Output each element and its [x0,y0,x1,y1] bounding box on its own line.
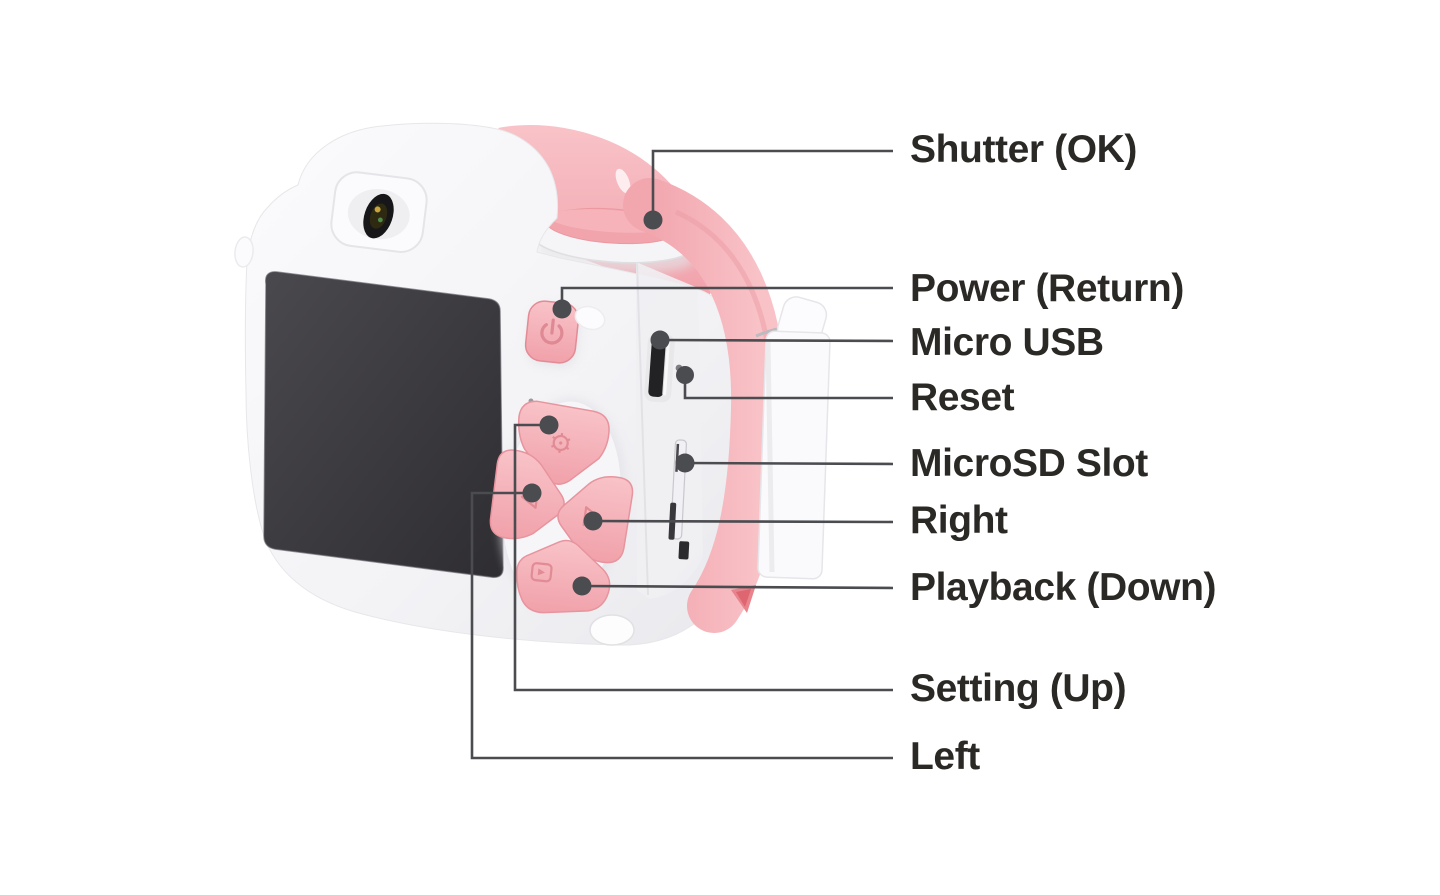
callout-line-right [592,519,894,524]
left-edge-tab [234,236,254,268]
callout-dot-playback [572,576,592,596]
callout-label-micro-usb: Micro USB [910,321,1104,365]
viewfinder [330,171,428,253]
callout-label-reset: Reset [910,376,1015,420]
body-bump [574,305,606,331]
callout-dot-micro-usb [650,330,670,350]
callout-line-left [470,491,893,760]
callout-label-shutter: Shutter (OK) [910,128,1138,172]
power-icon [540,318,564,345]
callout-dot-reset [676,366,694,384]
callout-label-microsd-slot: MicroSD Slot [910,442,1148,486]
screen [263,271,504,579]
viewfinder-lens [363,193,394,239]
callout-label-setting: Setting (Up) [910,667,1127,711]
callout-dot-setting [539,415,559,435]
callout-line-shutter [651,149,893,220]
callout-dot-left [522,483,542,503]
callout-label-left: Left [910,735,980,779]
callout-line-playback [581,584,894,590]
card-door [755,296,831,580]
callout-label-power: Power (Return) [910,267,1184,311]
callout-line-micro-usb [659,338,894,343]
callout-line-microsd [684,461,894,466]
micro-usb-port [648,338,667,398]
callout-dot-shutter [643,210,663,230]
playback-icon [530,562,553,583]
callout-dot-right [583,511,603,531]
card-door-panel [757,330,831,580]
gear-icon [551,432,571,454]
callout-label-right: Right [910,499,1008,543]
dpad-down-button [516,539,611,614]
bottom-foot [589,614,635,646]
callout-dot-power [552,299,572,319]
side-ports [644,333,690,560]
callout-dots [522,210,695,596]
callout-label-playback: Playback (Down) [910,566,1217,610]
callout-line-setting [513,423,893,692]
callout-dot-microsd [675,453,695,473]
